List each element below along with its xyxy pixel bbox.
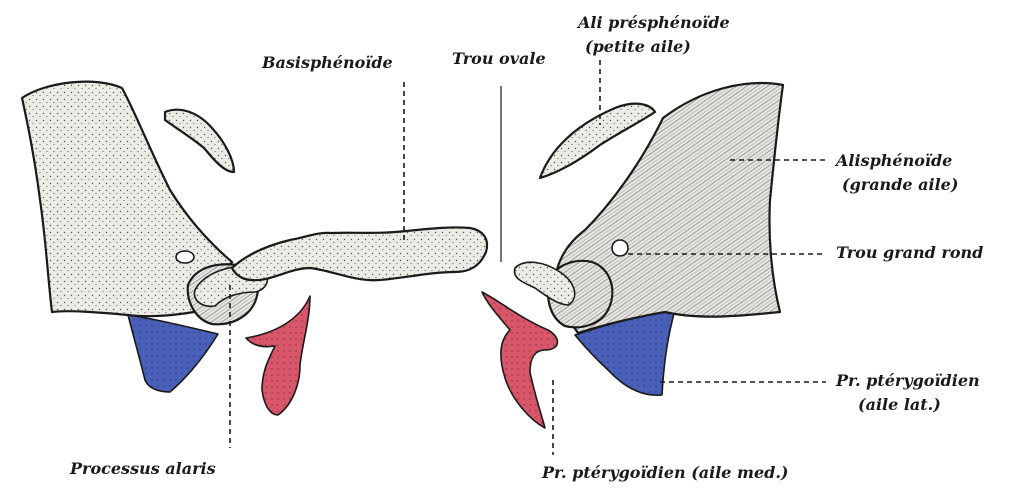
left-small-wing (165, 110, 234, 172)
left-pterygoid-lateral-wing (128, 315, 218, 392)
label-alisphenoide: Alisphénoïde (834, 151, 952, 170)
label-aile-lat: (aile lat.) (858, 395, 941, 414)
right-pterygoid-medial-wing (482, 292, 557, 428)
label-trou-ovale: Trou ovale (452, 49, 546, 68)
label-pr-pterygoidien: Pr. ptérygoïdien (835, 371, 980, 390)
label-petite-aile: (petite aile) (585, 37, 691, 56)
basisphenoid (232, 227, 487, 280)
left-foramen (176, 251, 194, 263)
label-processus-alaris: Processus alaris (69, 459, 216, 478)
label-basisphenoide: Basisphénoïde (261, 53, 393, 72)
label-trou-grand-rond: Trou grand rond (836, 243, 983, 262)
right-foramen-rotundum (612, 240, 628, 256)
label-pr-pterygoidien-aile-med: Pr. ptérygoïdien (aile med.) (541, 463, 788, 482)
label-ali-presphenoide: Ali présphénoïde (576, 13, 730, 32)
left-pterygoid-medial-wing (246, 296, 310, 415)
label-grande-aile: (grande aile) (842, 175, 958, 194)
